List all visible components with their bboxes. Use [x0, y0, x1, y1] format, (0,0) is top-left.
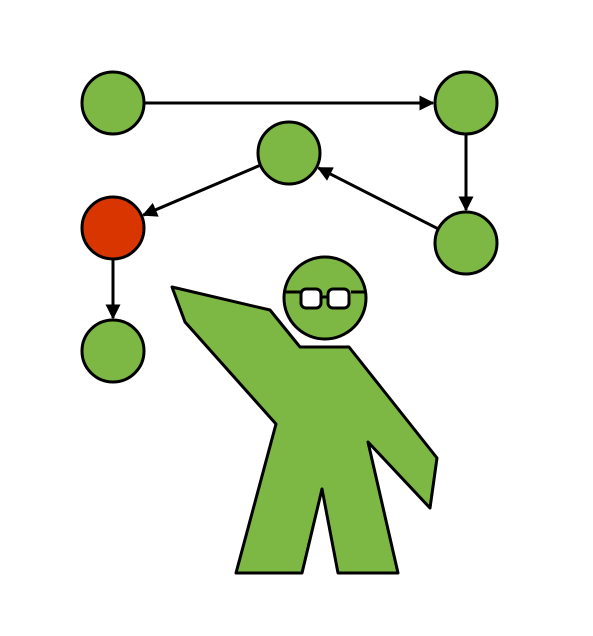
glasses-lens-right	[326, 287, 351, 310]
glasses-lens-left	[299, 287, 323, 310]
edge-arrow-middle-to-left-red	[141, 163, 262, 217]
person-pointing-icon	[170, 255, 439, 575]
graph-node-right	[433, 210, 499, 276]
nodes-layer	[80, 70, 499, 384]
edge-arrow-right-to-middle	[317, 166, 440, 231]
graph-node-top-right	[433, 70, 499, 136]
graph-node-top-left	[80, 70, 146, 136]
person-body	[170, 285, 439, 575]
edges-layer	[105, 95, 474, 320]
glasses-icon	[286, 287, 365, 310]
graph-node-left-red	[80, 195, 146, 261]
graph-node-bottom	[80, 318, 146, 384]
graph-node-middle	[256, 120, 322, 186]
